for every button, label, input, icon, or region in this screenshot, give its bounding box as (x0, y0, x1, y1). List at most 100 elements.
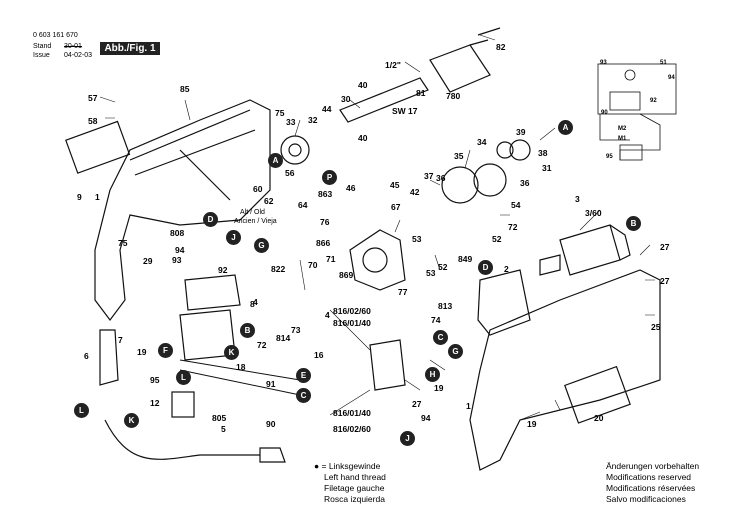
callout-75b: 75 (118, 238, 128, 248)
callout-76: 76 (320, 217, 330, 227)
cord-805 (104, 419, 260, 460)
callout-822: 822 (271, 264, 286, 274)
callout-71: 71 (326, 254, 336, 264)
callout-39: 39 (516, 127, 526, 137)
legend-es: Rosca izquierda (324, 494, 385, 504)
callout-2: 2 (504, 264, 509, 274)
callout-31: 31 (542, 163, 552, 173)
callout-81: 81 (416, 88, 426, 98)
armature-3 (559, 224, 621, 276)
callout-36b: 36 (436, 173, 446, 183)
callout-18: 18 (236, 362, 246, 372)
callout-72a: 72 (257, 340, 267, 350)
callout-9: 9 (77, 192, 82, 202)
callout-44: 44 (322, 104, 332, 114)
callout-52b: 52 (492, 234, 502, 244)
ring-39 (509, 139, 531, 161)
mods-fr: Modifications réservées (606, 483, 696, 493)
right-housing-shell (469, 269, 661, 471)
alt-old-label: Alt / Old (240, 209, 265, 216)
marker-b-right: B (626, 216, 641, 231)
callout-27c: 27 (412, 399, 422, 409)
wiring-label-90: 90 (601, 110, 608, 116)
callout-816-01-40-top: 816/01/40 (333, 318, 371, 328)
callout-32: 32 (308, 115, 318, 125)
bearing-33 (280, 135, 310, 165)
callout-3: 3 (575, 194, 580, 204)
spindle-30 (339, 77, 429, 123)
callout-27b: 27 (660, 276, 670, 286)
mods-es: Salvo modificaciones (606, 494, 686, 504)
callout-27a: 27 (660, 242, 670, 252)
callout-42: 42 (410, 187, 420, 197)
callout-19a: 19 (137, 347, 147, 357)
callout-1b: 1 (466, 401, 471, 411)
cord-guard-12 (171, 391, 195, 418)
callout-90: 90 (266, 419, 276, 429)
callout-74: 74 (431, 315, 441, 325)
gear-35 (441, 166, 479, 204)
callout-52a: 52 (438, 262, 448, 272)
marker-j-right: J (400, 431, 415, 446)
nameplate-9 (65, 120, 131, 174)
callout-93: 93 (172, 255, 182, 265)
wiring-label-93: 93 (600, 60, 607, 66)
callout-19b: 19 (434, 383, 444, 393)
marker-g-left: G (254, 238, 269, 253)
mods-de: Änderungen vorbehalten (606, 461, 700, 471)
mods-en: Modifications reserved (606, 472, 692, 482)
callout-70: 70 (308, 260, 318, 270)
callout-37: 37 (424, 171, 434, 181)
marker-p: P (322, 170, 337, 185)
callout-77: 77 (398, 287, 408, 297)
callout-6: 6 (84, 351, 89, 361)
callout-814: 814 (276, 333, 291, 343)
callout-sw17: SW 17 (392, 106, 418, 116)
callout-30: 30 (341, 94, 351, 104)
wiring-label-95: 95 (606, 154, 613, 160)
callout-20: 20 (594, 413, 604, 423)
callout-4a: 4 (253, 297, 258, 307)
marker-f: F (158, 343, 173, 358)
callout-816-02-60-bottom: 816/02/60 (333, 424, 371, 434)
callout-816-01-40-bottom: 816/01/40 (333, 408, 371, 418)
marker-a-right: A (558, 120, 573, 135)
stand-value: 30-01 (64, 43, 82, 50)
wiring-label-94: 94 (668, 75, 675, 81)
issue-label: Issue (33, 52, 50, 59)
callout-53b: 53 (426, 268, 436, 278)
plug (259, 447, 286, 463)
callout-72b: 72 (508, 222, 518, 232)
stand-label: Stand (33, 43, 52, 50)
marker-d-left: D (203, 212, 218, 227)
callout-866: 866 (316, 238, 331, 248)
callout-780: 780 (446, 91, 461, 101)
callout-58: 58 (88, 116, 98, 126)
legend-fr: Filetage gauche (324, 483, 385, 493)
callout-half-inch: 1/2" (385, 60, 401, 70)
callout-54: 54 (511, 200, 521, 210)
aux-handle-6 (99, 329, 119, 386)
callout-16: 16 (314, 350, 324, 360)
part-number: 0 603 161 670 (33, 32, 78, 39)
callout-95: 95 (150, 375, 160, 385)
callout-869: 869 (339, 270, 354, 280)
callout-57: 57 (88, 93, 98, 103)
callout-36a: 36 (520, 178, 530, 188)
wiring-diagram (597, 63, 677, 161)
callout-35: 35 (454, 151, 464, 161)
issue-value: 04-02-03 (64, 52, 93, 59)
nameplate-20 (564, 365, 631, 424)
legend-en: Left hand thread (324, 472, 386, 482)
marker-h: H (425, 367, 440, 382)
callout-863: 863 (318, 189, 333, 199)
callout-56: 56 (285, 168, 295, 178)
callout-92: 92 (218, 265, 228, 275)
callout-29: 29 (143, 256, 153, 266)
callout-808: 808 (170, 228, 185, 238)
marker-j-left: J (226, 230, 241, 245)
callout-85: 85 (180, 84, 190, 94)
callout-75a: 75 (275, 108, 285, 118)
